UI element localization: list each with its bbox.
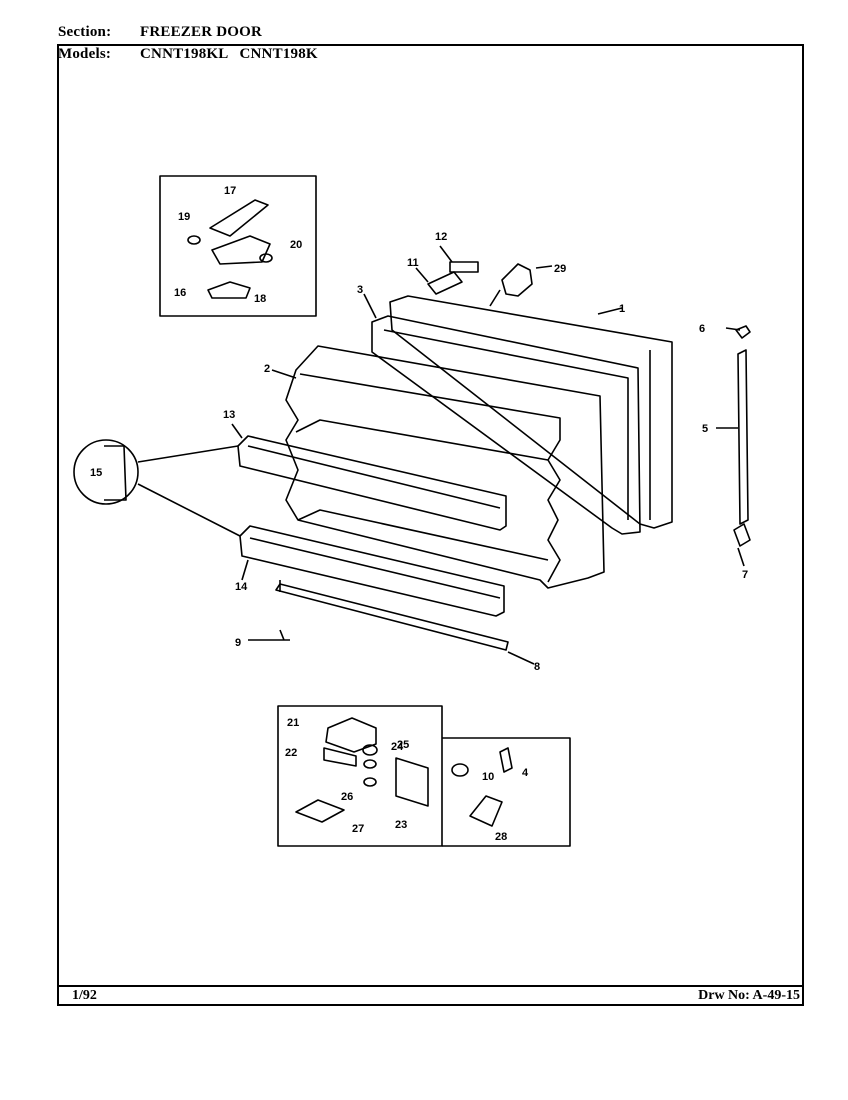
footer-drawing-number: Drw No: A-49-15 bbox=[698, 988, 800, 1003]
handle-cap-bottom bbox=[733, 523, 751, 547]
detail-circle bbox=[73, 439, 139, 505]
callout-9: 9 bbox=[235, 637, 241, 649]
part-10-plug bbox=[451, 763, 469, 777]
callout-5: 5 bbox=[702, 423, 708, 435]
callout-10: 10 bbox=[482, 771, 494, 783]
inset-callout-19: 19 bbox=[178, 211, 190, 223]
models-value: CNNT198KL CNNT198K bbox=[140, 46, 318, 62]
callout-23: 23 bbox=[395, 819, 407, 831]
footer-date: 1/92 bbox=[72, 988, 97, 1003]
hinge-cover-part bbox=[209, 199, 269, 237]
hinge-shim-lower-part bbox=[323, 747, 357, 767]
callout-26: 26 bbox=[341, 791, 353, 803]
door-outer-panel bbox=[389, 295, 673, 529]
door-handle-bar bbox=[737, 349, 749, 525]
callout-8: 8 bbox=[534, 661, 540, 673]
door-liner bbox=[285, 345, 605, 589]
drawing-frame bbox=[57, 44, 804, 1006]
callout-14: 14 bbox=[235, 581, 248, 593]
hinge-hardware-inset-box bbox=[277, 705, 443, 847]
callout-27: 27 bbox=[352, 823, 364, 835]
part-4-screw bbox=[499, 747, 513, 773]
callout-22: 22 bbox=[285, 747, 297, 759]
hinge-inset-box bbox=[159, 175, 317, 317]
callout-6: 6 bbox=[699, 323, 705, 335]
hinge-bracket-part bbox=[325, 717, 377, 753]
part-11 bbox=[427, 271, 463, 295]
callout-29: 29 bbox=[554, 263, 566, 275]
callout-28: 28 bbox=[495, 831, 507, 843]
misc-parts-inset-box bbox=[442, 737, 571, 847]
shelf-retainer-upper bbox=[237, 435, 507, 531]
part-29-knob bbox=[501, 263, 533, 297]
hinge-screw-part bbox=[187, 235, 201, 245]
footer-divider bbox=[57, 985, 804, 987]
callout-25: 25 bbox=[397, 739, 409, 751]
callout-1: 1 bbox=[619, 303, 625, 315]
hinge-plate-part bbox=[211, 235, 271, 265]
inset-callout-16: 16 bbox=[174, 287, 186, 299]
callout-13: 13 bbox=[223, 409, 235, 421]
callout-11: 11 bbox=[407, 257, 419, 269]
trim-screw bbox=[276, 629, 290, 641]
section-value: FREEZER DOOR bbox=[140, 24, 262, 40]
callout-7: 7 bbox=[742, 569, 748, 581]
models-label: Models: bbox=[58, 46, 112, 62]
part-28-clip bbox=[469, 795, 503, 827]
callout-21: 21 bbox=[287, 717, 299, 729]
section-label: Section: bbox=[58, 24, 112, 40]
hinge-pin-plate-part bbox=[295, 799, 345, 823]
inset-callout-20: 20 bbox=[290, 239, 302, 251]
hinge-shim-part bbox=[207, 281, 251, 299]
callout-3: 3 bbox=[357, 284, 363, 296]
part-12 bbox=[449, 261, 479, 273]
hinge-plate-lower-part bbox=[395, 757, 429, 807]
door-trim-strip bbox=[275, 583, 509, 651]
hinge-washer-part bbox=[259, 253, 273, 263]
handle-cap-top bbox=[735, 325, 751, 339]
shelf-retainer-lower bbox=[239, 525, 505, 617]
callout-2: 2 bbox=[264, 363, 270, 375]
callout-15: 15 bbox=[90, 467, 102, 479]
callout-12: 12 bbox=[435, 231, 447, 243]
callout-4: 4 bbox=[522, 767, 529, 779]
inset-callout-18: 18 bbox=[254, 293, 266, 305]
callout-24: 24 bbox=[391, 741, 404, 753]
door-gasket bbox=[371, 315, 641, 535]
inset-callout-17: 17 bbox=[224, 185, 236, 197]
